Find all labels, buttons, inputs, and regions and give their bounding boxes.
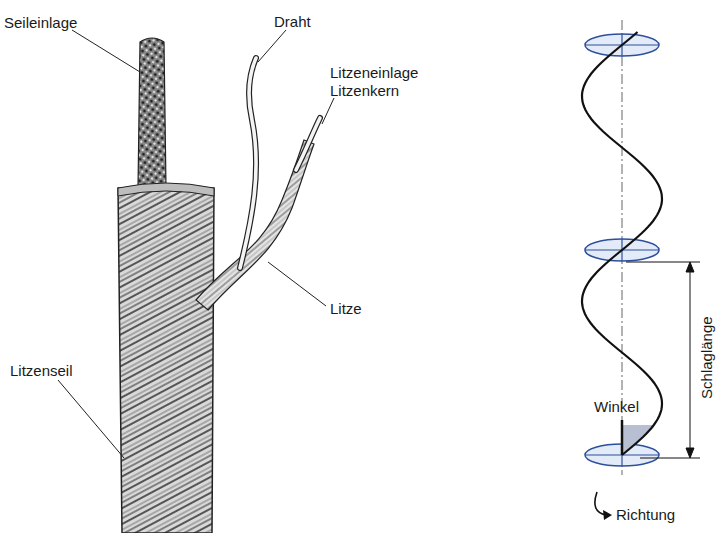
wire <box>240 58 256 268</box>
part-label: Litzeneinlage <box>330 64 418 81</box>
part-label: Litzenkern <box>330 82 399 99</box>
leader-lines <box>58 30 334 458</box>
part-label: Draht <box>274 13 311 30</box>
dimension-label: Schlaglänge <box>697 317 714 400</box>
strand-core <box>296 118 320 170</box>
arrow-head <box>603 510 612 520</box>
helix-curve <box>582 32 662 455</box>
angle-label: Winkel <box>594 398 639 415</box>
part-label: Seileinlage <box>4 14 77 31</box>
part-label: Litze <box>330 300 362 317</box>
direction-label: Richtung <box>616 506 675 523</box>
dimension-line <box>626 262 700 458</box>
angle-leg <box>621 420 624 455</box>
rope-core <box>138 38 166 188</box>
part-label: Litzenseil <box>10 362 73 379</box>
rope-end <box>118 183 214 196</box>
wire-rope <box>118 188 214 533</box>
